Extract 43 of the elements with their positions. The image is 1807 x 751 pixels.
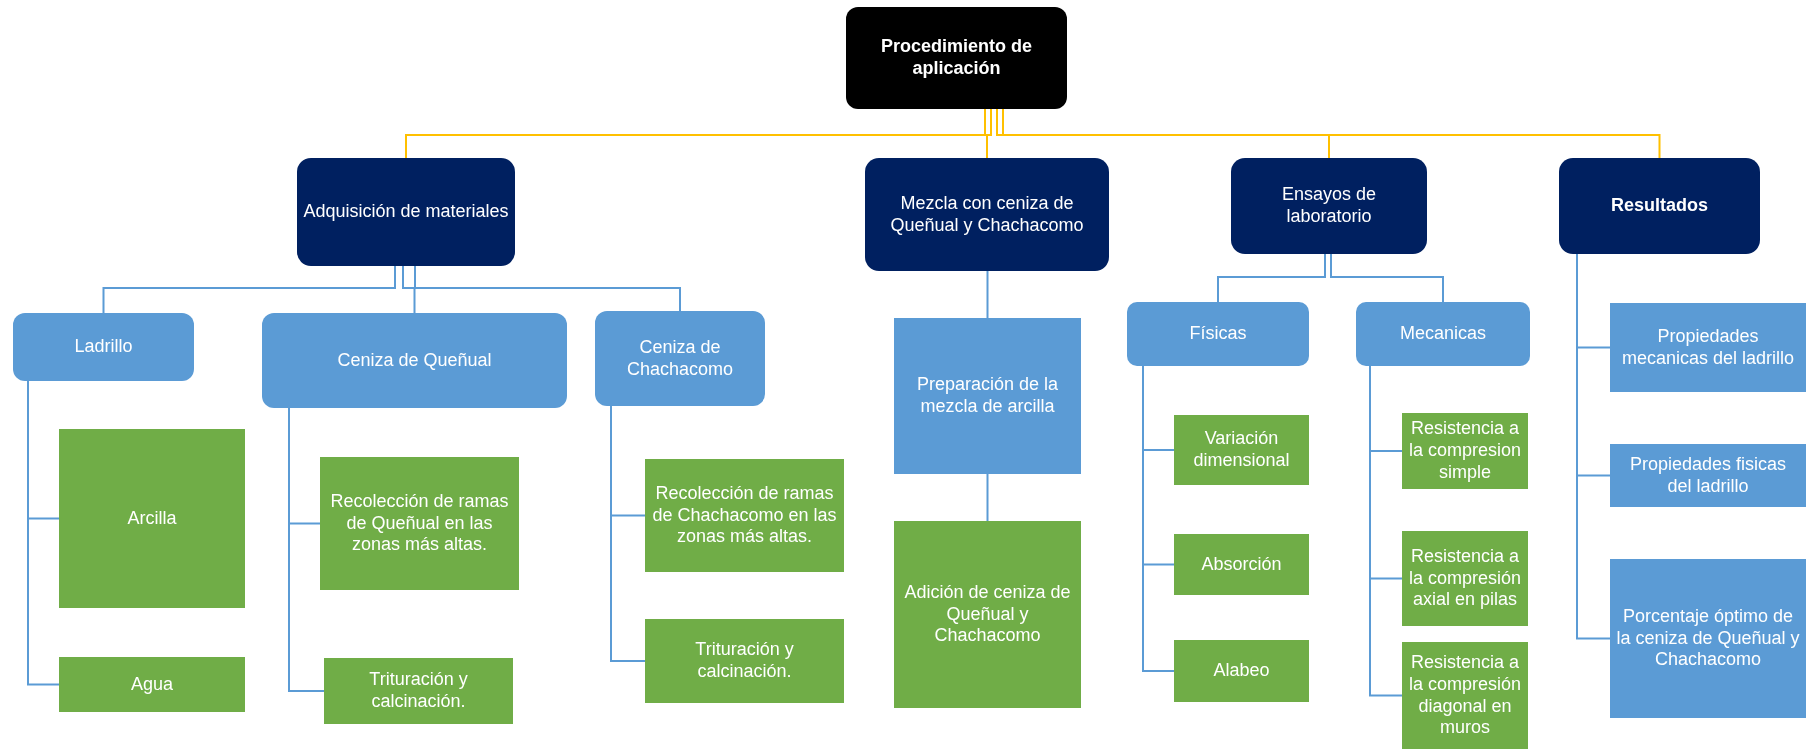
category-box: Mezcla con ceniza de Queñual y Chachacomo	[865, 158, 1109, 271]
item-box: Resistencia a la compresion simple	[1402, 413, 1528, 489]
connector-line	[986, 270, 989, 319]
item-box: Trituración y calcinación.	[324, 658, 513, 724]
item-box: Adición de ceniza de Queñual y Chachacomo	[894, 521, 1081, 708]
item-box: Resistencia a la compresión axial en pilas	[1402, 531, 1528, 626]
item-box: Arcilla	[59, 429, 245, 608]
connector-line	[288, 407, 325, 692]
subcategory-box: Propiedades fisicas del ladrillo	[1610, 444, 1806, 507]
subcategory-box: Ceniza de Chachacomo	[595, 311, 765, 406]
subcategory-box: Preparación de la mezcla de arcilla	[894, 318, 1081, 474]
subcategory-box: Propiedades mecanicas del ladrillo	[1610, 303, 1806, 392]
subcategory-box: Físicas	[1127, 302, 1309, 366]
subcategory-box: Porcentaje óptimo de la ceniza de Queñual y Chachacomo	[1610, 559, 1806, 718]
connector-line	[996, 108, 1330, 159]
title-box: Procedimiento de aplicación	[846, 7, 1067, 109]
item-box: Agua	[59, 657, 245, 712]
connector-line	[402, 265, 416, 314]
connector-line	[986, 473, 989, 522]
subcategory-box: Ladrillo	[13, 313, 194, 381]
item-box: Trituración y calcinación.	[645, 619, 844, 703]
connector-line	[1217, 253, 1326, 303]
subcategory-box: Mecanicas	[1356, 302, 1530, 366]
connector-line	[1369, 365, 1403, 697]
category-box: Ensayos de laboratorio	[1231, 158, 1427, 254]
item-box: Absorción	[1174, 534, 1309, 595]
item-box: Resistencia a la compresión diagonal en muros	[1402, 642, 1528, 749]
category-box: Resultados	[1559, 158, 1760, 254]
connector-line	[986, 108, 992, 159]
connector-line	[405, 108, 986, 159]
connector-line	[102, 265, 396, 314]
connector-line	[1142, 365, 1175, 672]
item-box: Recolección de ramas de Chachacomo en las zonas más altas.	[645, 459, 844, 572]
subcategory-box: Ceniza de Queñual	[262, 313, 567, 408]
item-box: Variación dimensional	[1174, 415, 1309, 485]
item-box: Recolección de ramas de Queñual en las zonas más altas.	[320, 457, 519, 590]
category-box: Adquisición de materiales	[297, 158, 515, 266]
connector-line	[27, 380, 60, 686]
connector-line	[1330, 253, 1444, 303]
connector-line	[610, 405, 646, 662]
connector-line	[414, 265, 681, 312]
connector-line	[1002, 108, 1661, 159]
item-box: Alabeo	[1174, 640, 1309, 702]
